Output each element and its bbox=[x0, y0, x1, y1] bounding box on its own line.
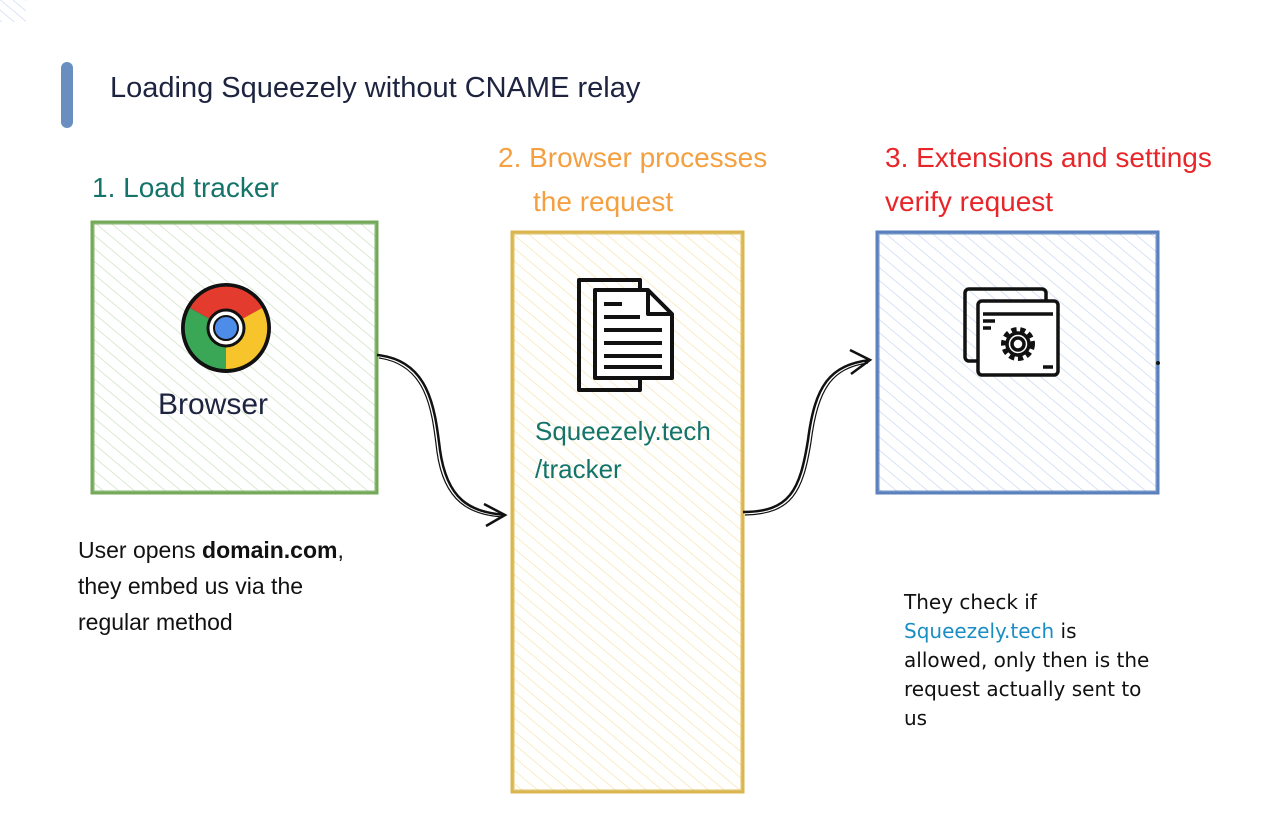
note3-line3: allowed, only then is the bbox=[904, 648, 1150, 672]
document-icon bbox=[577, 278, 674, 392]
page-title: Loading Squeezely without CNAME relay bbox=[110, 72, 641, 104]
step3-note: They check if Squeezely.tech is allowed,… bbox=[904, 588, 1149, 733]
chrome-browser-icon bbox=[181, 283, 271, 373]
connector-dot bbox=[1156, 361, 1160, 365]
note3-line5: us bbox=[904, 706, 928, 730]
note3-line4: request actually sent to bbox=[904, 677, 1142, 701]
step2-heading-line1: 2. Browser processes bbox=[498, 142, 768, 173]
arrow-step1-to-step2 bbox=[376, 353, 508, 528]
step2-heading: 2. Browser processes the request bbox=[498, 136, 767, 224]
note3-line1: They check if bbox=[904, 590, 1037, 614]
corner-hatch bbox=[0, 0, 26, 22]
settings-window-icon bbox=[963, 287, 1060, 377]
tracker-label-line2: /tracker bbox=[535, 454, 622, 484]
note1-comma: , bbox=[337, 537, 344, 563]
note3-highlight: Squeezely.tech bbox=[904, 619, 1055, 643]
arrow-step2-to-step3 bbox=[742, 348, 873, 516]
note3-after: is bbox=[1054, 619, 1077, 643]
note1-domain: domain.com bbox=[202, 537, 338, 563]
note1-line3: regular method bbox=[78, 609, 233, 635]
note1-line2: they embed us via the bbox=[78, 573, 304, 599]
tracker-label: Squeezely.tech /tracker bbox=[535, 412, 711, 488]
step3-heading-line1: 3. Extensions and settings bbox=[885, 142, 1212, 173]
tracker-label-line1: Squeezely.tech bbox=[535, 416, 711, 446]
step3-heading-line2: verify request bbox=[885, 186, 1054, 217]
title-accent-bar bbox=[61, 62, 73, 128]
step2-heading-line2: the request bbox=[533, 186, 674, 217]
step1-heading: 1. Load tracker bbox=[92, 172, 279, 203]
step3-heading: 3. Extensions and settings verify reques… bbox=[885, 136, 1212, 224]
note1-text: User opens bbox=[78, 537, 203, 563]
browser-label: Browser bbox=[158, 388, 269, 421]
step1-note: User opens domain.com, they embed us via… bbox=[78, 532, 344, 640]
